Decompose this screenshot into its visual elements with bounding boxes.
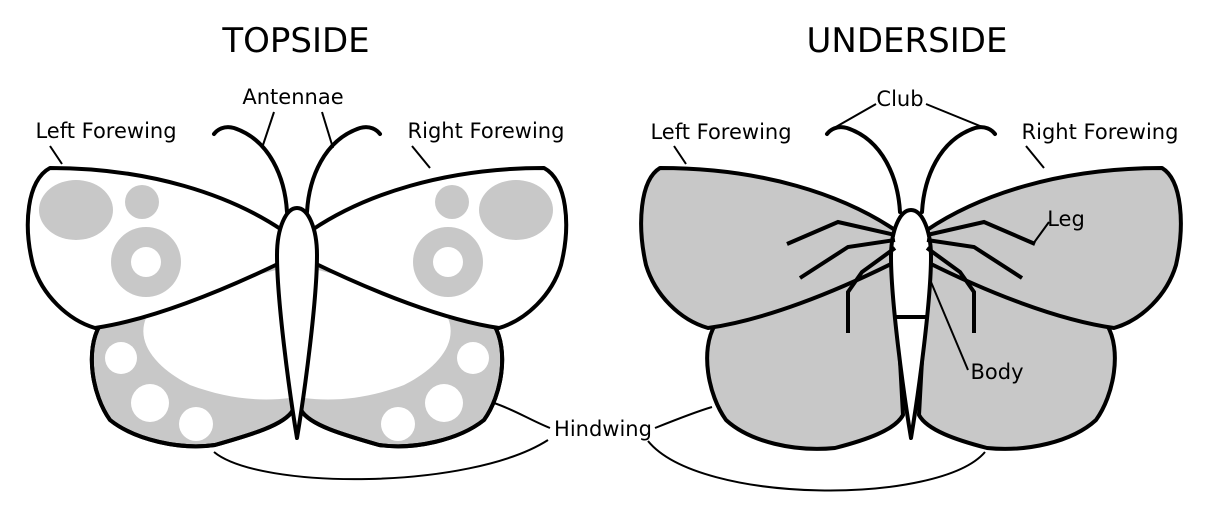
topside-right-hindwing-spot — [425, 384, 463, 422]
underside-body — [889, 208, 933, 440]
label-club: Club — [876, 87, 923, 111]
topside-left-hindwing-spot — [105, 342, 137, 374]
underside-title: UNDERSIDE — [807, 21, 1008, 61]
underside-butterfly — [639, 125, 1183, 451]
underside-left-antenna — [825, 125, 902, 214]
label-topside-right-forewing: Right Forewing — [408, 119, 565, 143]
topside-title: TOPSIDE — [221, 21, 369, 61]
topside-body — [275, 206, 319, 440]
label-antennae: Antennae — [242, 85, 343, 109]
topside-left-antenna — [212, 125, 289, 214]
topside-right-forewing-spot — [479, 180, 553, 240]
underside-leg — [786, 219, 896, 246]
underside-left-forewing — [639, 166, 897, 330]
underside-leg — [846, 246, 897, 333]
underside-right-forewing — [925, 166, 1183, 330]
label-topside-left-forewing: Left Forewing — [35, 119, 176, 143]
label-underside-right-forewing: Right Forewing — [1022, 120, 1179, 144]
topside-right-forewing — [310, 166, 569, 330]
topside-left-hindwing-spot — [131, 384, 169, 422]
underside-leg — [798, 238, 896, 280]
label-hindwing: Hindwing — [554, 417, 652, 441]
topside-left-hindwing-spot — [179, 407, 213, 441]
topside-right-hindwing-spot — [457, 342, 489, 374]
label-leg: Leg — [1047, 207, 1085, 231]
label-underside-left-forewing: Left Forewing — [650, 120, 791, 144]
topside-left-forewing-spot — [125, 185, 159, 219]
underside-right-antenna — [920, 125, 997, 214]
label-body: Body — [970, 360, 1023, 384]
topside-right-hindwing-spot — [381, 407, 415, 441]
underside-leg — [925, 246, 976, 333]
underside-leg — [926, 238, 1024, 280]
topside-butterfly — [25, 125, 569, 449]
topside-right-forewing-spot — [435, 185, 469, 219]
topside-right-antenna — [305, 125, 382, 214]
underside-leg — [926, 219, 1036, 246]
topside-left-forewing-spot — [39, 180, 113, 240]
underside-legs — [786, 219, 1036, 333]
leader-lines — [49, 103, 1050, 492]
topside-left-forewing — [25, 166, 284, 330]
